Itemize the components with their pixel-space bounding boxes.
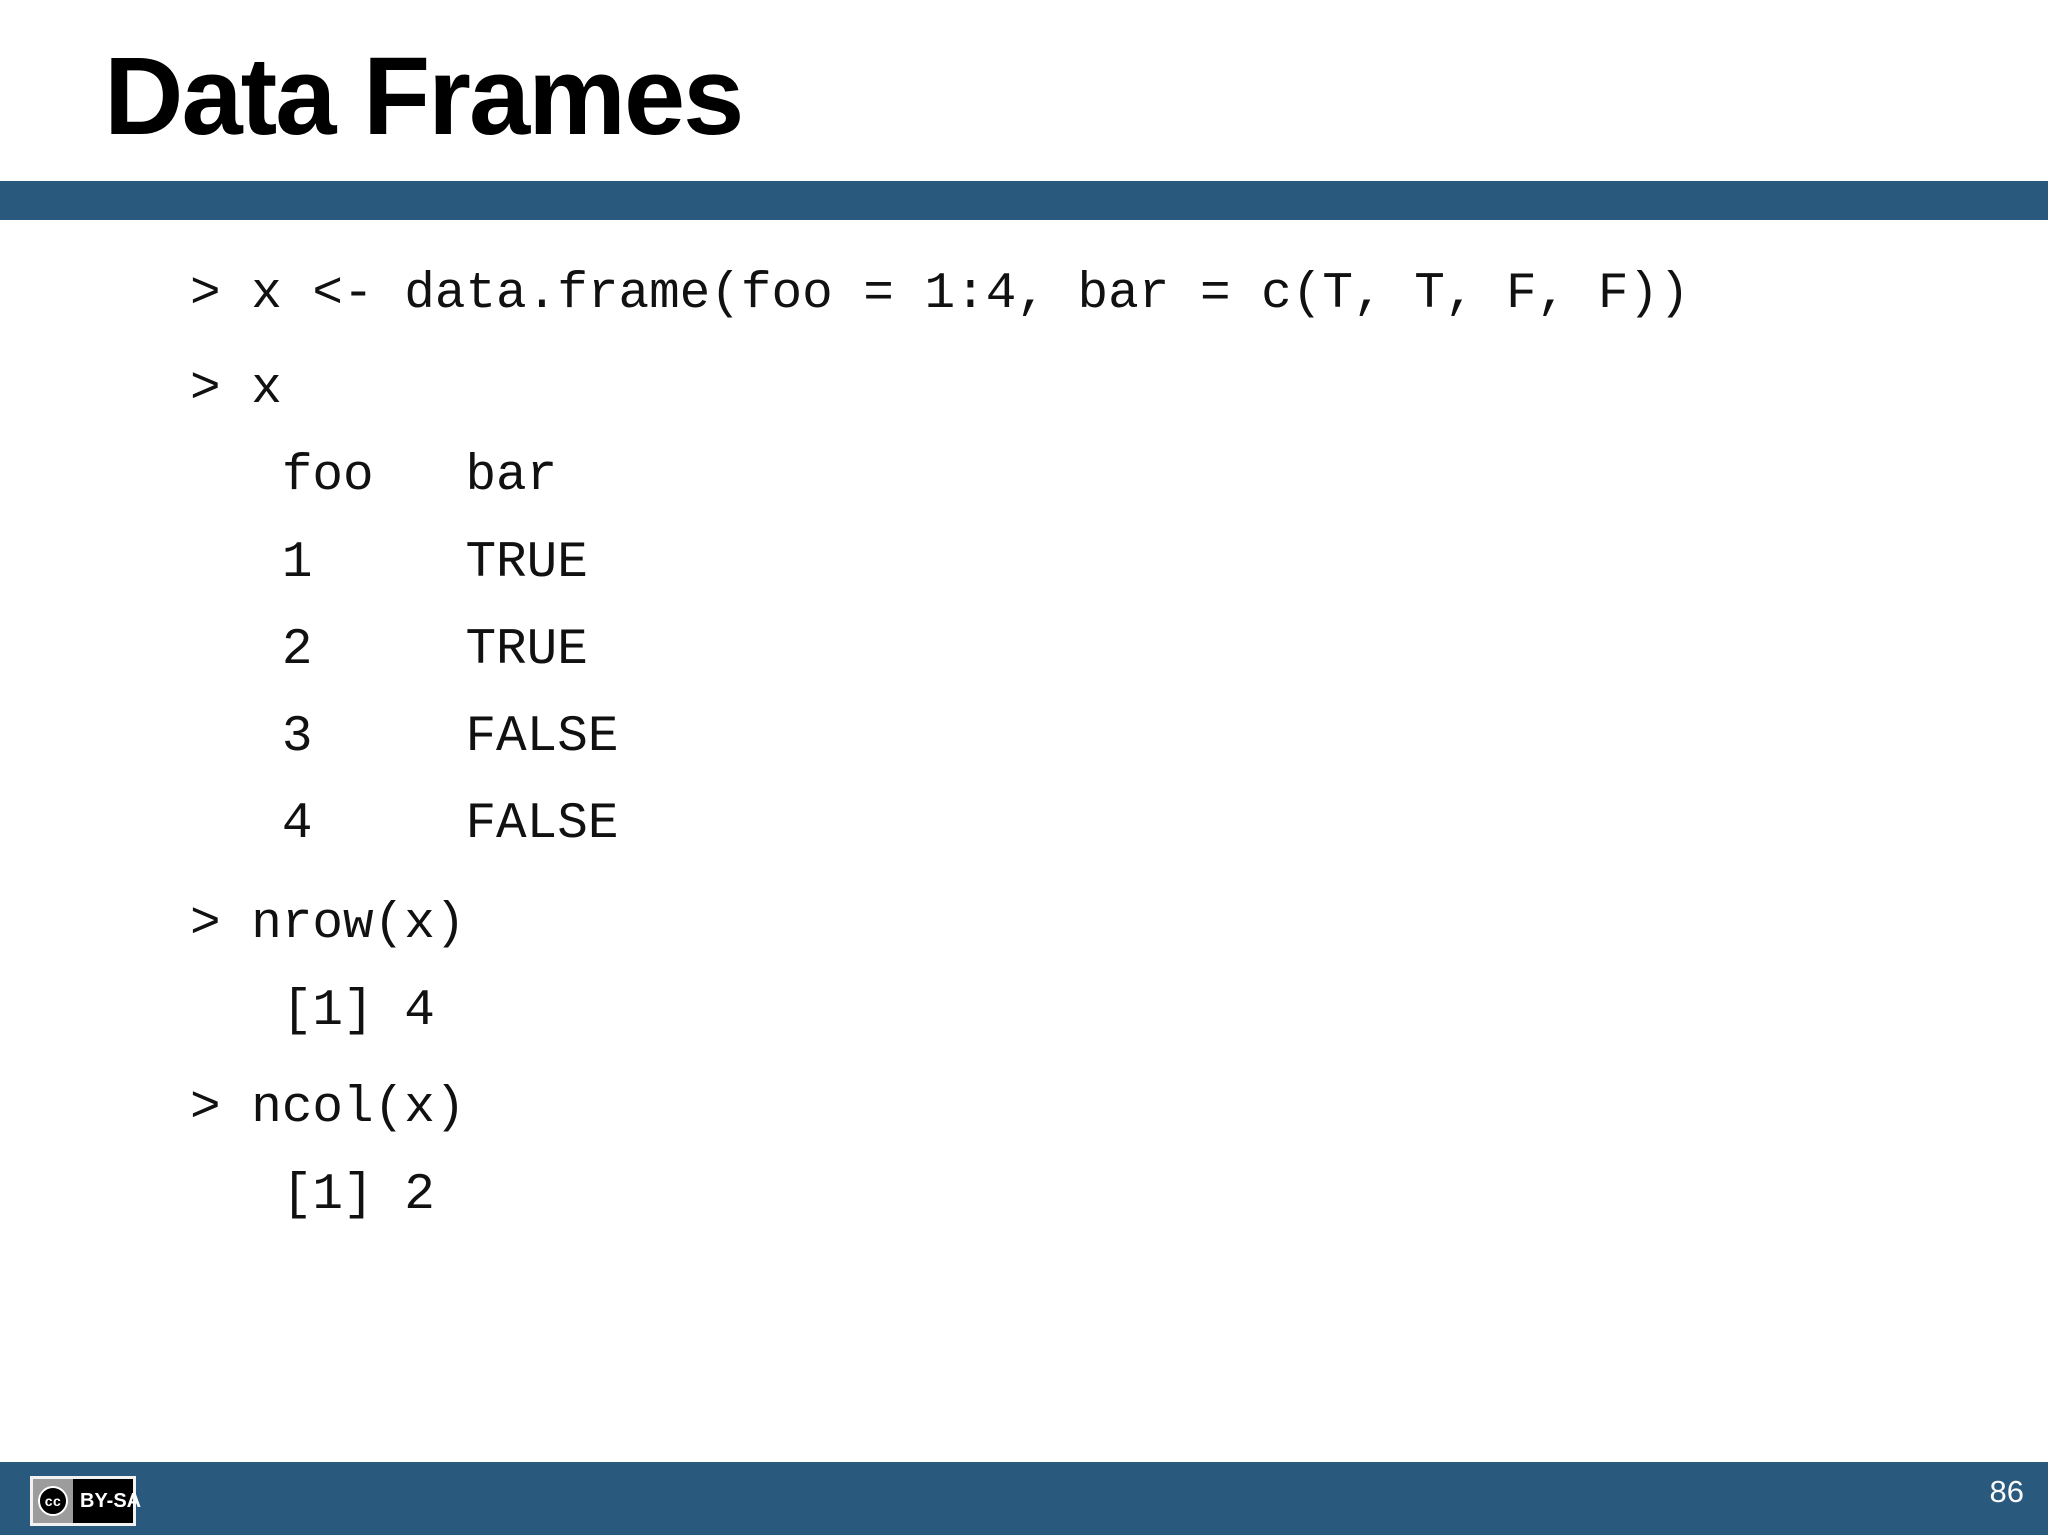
- code-line: [1] 2: [190, 1167, 435, 1224]
- code-line: [1] 4: [190, 983, 435, 1040]
- code-line: > x: [190, 361, 282, 418]
- code-line: > ncol(x): [190, 1080, 466, 1137]
- code-line: > x <- data.frame(foo = 1:4, bar = c(T, …: [190, 266, 1690, 323]
- page-title: Data Frames: [104, 35, 744, 158]
- code-line table-header-row: foo bar: [190, 448, 558, 505]
- code-line: > nrow(x): [190, 896, 466, 953]
- title-divider-bar: [0, 181, 2048, 220]
- cc-logo-area: cc: [33, 1479, 73, 1523]
- code-block: > x <- data.frame(foo = 1:4, bar = c(T, …: [190, 251, 1690, 1239]
- cc-by-sa-badge: cc BY-SA: [30, 1476, 141, 1526]
- code-line table-row: 1 TRUE: [190, 535, 588, 592]
- footer-bar: cc BY-SA 86: [0, 1462, 2048, 1535]
- code-line table-row: 3 FALSE: [190, 709, 619, 766]
- cc-icon: cc: [38, 1486, 68, 1516]
- code-line table-row: 4 FALSE: [190, 796, 619, 853]
- code-line table-row: 2 TRUE: [190, 622, 588, 679]
- page-number: 86: [1989, 1474, 2024, 1509]
- cc-license-label: BY-SA: [80, 1489, 142, 1512]
